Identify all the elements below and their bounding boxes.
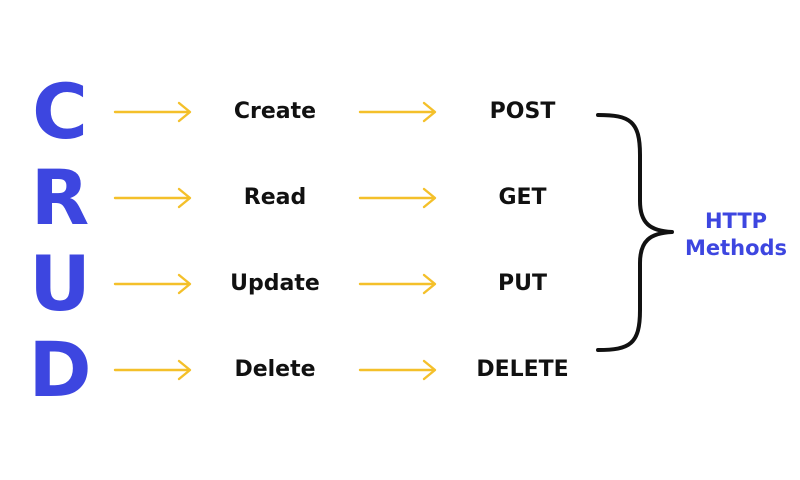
http-methods-label-line2: Methods (684, 236, 788, 260)
crud-letter-u: U (29, 239, 91, 328)
operation-label: Update (230, 271, 320, 296)
right-arrow-icon (113, 187, 192, 209)
crud-row-read: R Read GET (0, 158, 800, 238)
operation-label: Delete (234, 357, 316, 382)
right-arrow-icon (113, 359, 192, 381)
right-arrow-icon (113, 273, 192, 295)
curly-brace-icon (596, 113, 674, 352)
crud-letter-d: D (28, 325, 92, 414)
operation-label: Create (233, 99, 317, 124)
operation-label: Read (243, 185, 307, 210)
crud-row-delete: D Delete DELETE (0, 330, 800, 410)
crud-letter-r: R (30, 153, 90, 242)
http-method-label: DELETE (476, 357, 569, 382)
crud-row-create: C Create POST (0, 72, 800, 152)
right-arrow-icon (113, 101, 192, 123)
right-arrow-icon (358, 273, 437, 295)
right-arrow-icon (358, 101, 437, 123)
crud-letter-c: C (32, 67, 88, 156)
http-method-label: PUT (498, 271, 547, 296)
crud-row-update: U Update PUT (0, 244, 800, 324)
http-methods-label: HTTP Methods (676, 208, 796, 262)
right-arrow-icon (358, 359, 437, 381)
http-method-label: POST (489, 99, 556, 124)
right-arrow-icon (358, 187, 437, 209)
http-method-label: GET (498, 185, 547, 210)
http-methods-label-line1: HTTP (704, 209, 768, 233)
